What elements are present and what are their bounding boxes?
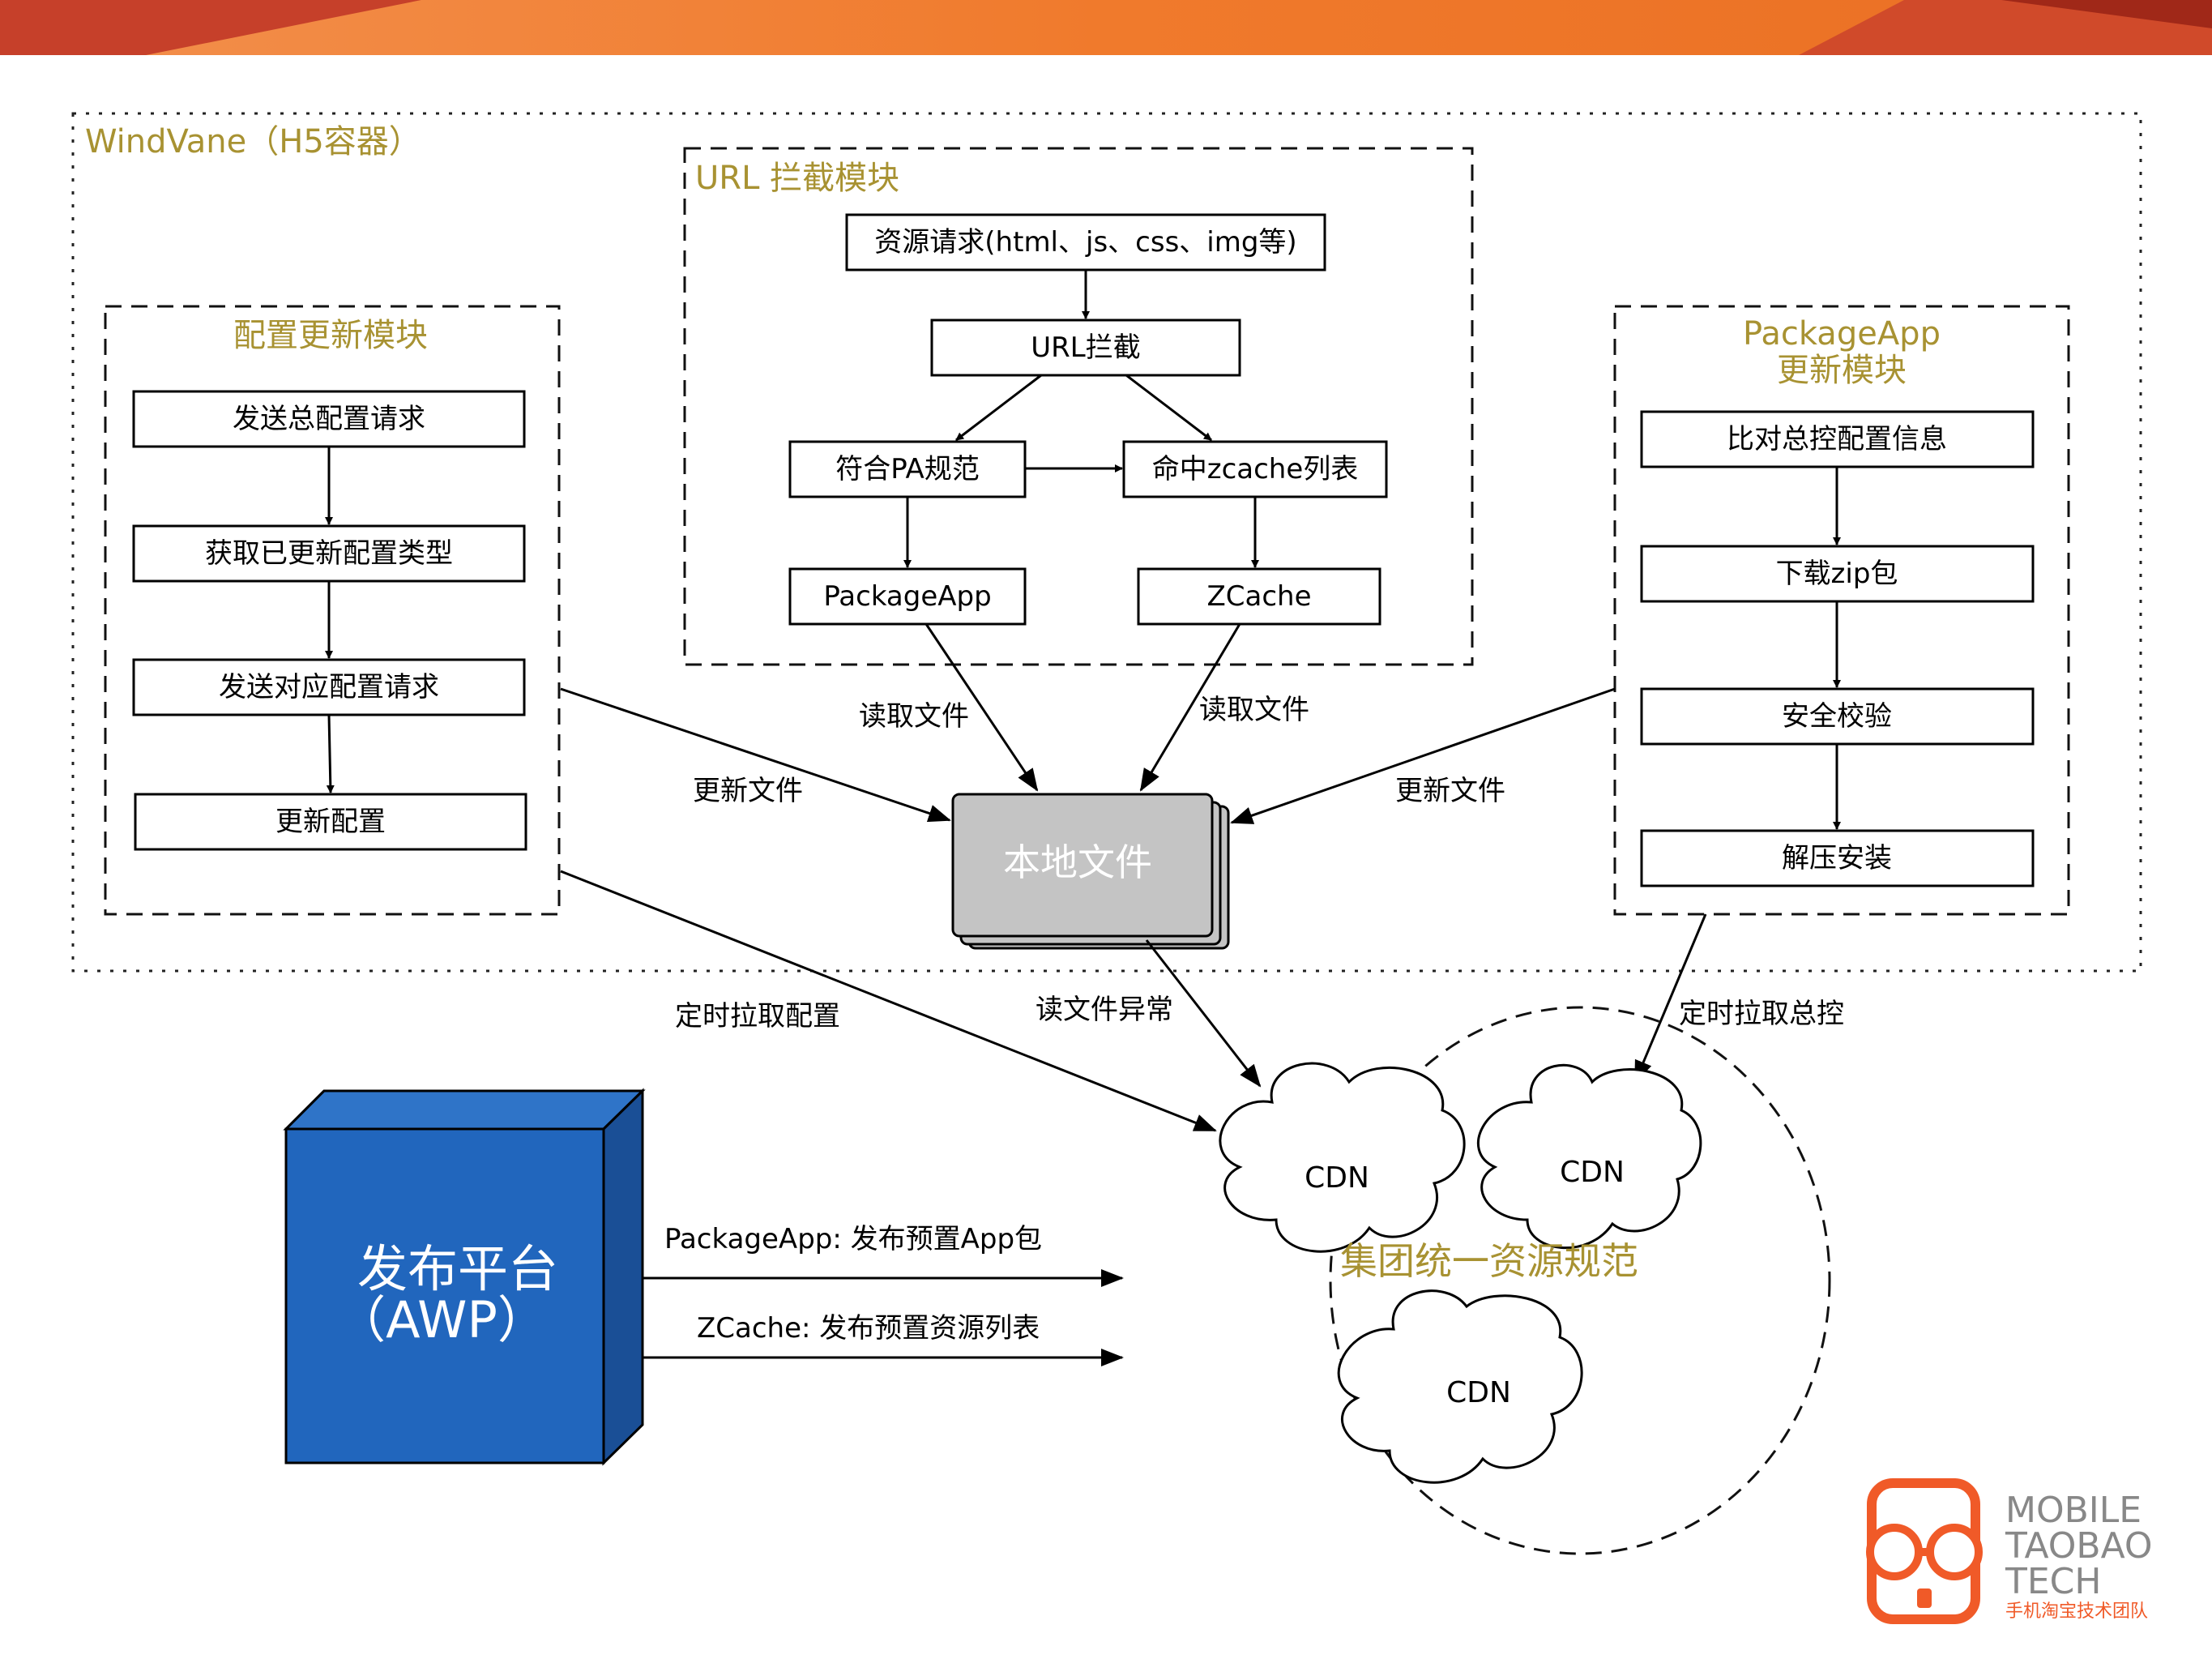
resource-request-label: 资源请求(html、js、css、img等) — [874, 226, 1296, 259]
publish-edges — [643, 1269, 1124, 1366]
awp-label-line1: 发布平台 — [357, 1239, 558, 1298]
pkg-step-3 — [1640, 687, 2035, 746]
config-step-2-label: 获取已更新配置类型 — [205, 537, 453, 570]
windvane-container — [71, 112, 2142, 973]
windvane-title: WindVane（H5容器） — [85, 123, 421, 160]
config-module-edges — [325, 447, 335, 793]
cdn-label-3: CDN — [1446, 1376, 1511, 1409]
logo-line1: MOBILE — [2005, 1490, 2142, 1531]
cdn-cloud-1: CDN — [1219, 1062, 1466, 1253]
pkg-step-2 — [1640, 545, 2035, 603]
awp-platform-node: 发布平台 （AWP） — [283, 1088, 646, 1466]
mobile-taobao-tech-logo: MOBILE TAOBAO TECH 手机淘宝技术团队 — [1866, 1478, 2153, 1624]
edge-label-read-file-error: 读文件异常 — [1036, 994, 1173, 1026]
config-update-module — [104, 305, 561, 916]
edge-label-update-file-right: 更新文件 — [1395, 775, 1505, 807]
url-intercept-module — [683, 147, 1474, 666]
zcache-hit-label: 命中zcache列表 — [1152, 453, 1359, 485]
config-module-title: 配置更新模块 — [233, 317, 428, 354]
logo-line3: TECH — [2005, 1561, 2102, 1602]
pkg-step-4 — [1640, 829, 2035, 887]
config-step-1 — [132, 390, 526, 448]
url-module-title: URL 拦截模块 — [695, 160, 899, 197]
pkg-step-4-label: 解压安装 — [1782, 842, 1892, 874]
config-step-1-label: 发送总配置请求 — [233, 403, 425, 435]
config-step-3 — [132, 658, 526, 716]
cdn-group-title: 集团统一资源规范 — [1340, 1239, 1638, 1283]
cdn-cloud-3: CDN — [1337, 1289, 1583, 1484]
packageapp-update-module — [1613, 305, 2070, 916]
packageapp-label: PackageApp — [823, 580, 991, 613]
cdn-label-2: CDN — [1560, 1156, 1625, 1189]
edge-label-timed-pull-master: 定时拉取总控 — [1679, 998, 1844, 1030]
resource-request-node — [845, 213, 1326, 272]
edge-label-read-file-right: 读取文件 — [1199, 694, 1309, 726]
url-module-edges — [903, 270, 1259, 568]
cdn-label-1: CDN — [1305, 1161, 1369, 1195]
cdn-group-boundary — [1329, 1006, 1831, 1555]
pkg-module-title-1: PackageApp — [1743, 315, 1941, 353]
zcache-label: ZCache — [1206, 580, 1311, 613]
local-files-node: 本地文件 — [951, 793, 1230, 950]
logo-line2: TAOBAO — [2005, 1525, 2153, 1567]
pkg-step-1-label: 比对总控配置信息 — [1727, 423, 1947, 455]
config-step-4 — [134, 793, 527, 851]
pkg-module-title-2: 更新模块 — [1777, 352, 1907, 389]
edge-label-timed-pull-config: 定时拉取配置 — [675, 1000, 840, 1033]
pa-spec-label: 符合PA规范 — [835, 453, 980, 485]
cdn-cloud-2: CDN — [1477, 1063, 1702, 1250]
pkg-step-3-label: 安全校验 — [1782, 700, 1892, 733]
zcache-node — [1137, 567, 1381, 626]
config-step-4-label: 更新配置 — [275, 806, 386, 838]
edge-label-read-file-left: 读取文件 — [859, 700, 969, 733]
edge-label-update-file-left: 更新文件 — [693, 775, 803, 807]
header-band — [0, 0, 2212, 55]
config-step-3-label: 发送对应配置请求 — [219, 671, 439, 703]
awp-label-line2: （AWP） — [335, 1290, 548, 1349]
packageapp-node — [788, 567, 1027, 626]
edge-label-publish-packageapp: PackageApp: 发布预置App包 — [664, 1223, 1042, 1255]
edge-label-publish-zcache: ZCache: 发布预置资源列表 — [697, 1312, 1040, 1345]
local-files-label: 本地文件 — [1003, 840, 1152, 884]
logo-line4: 手机淘宝技术团队 — [2005, 1601, 2148, 1622]
pkg-step-2-label: 下载zip包 — [1776, 558, 1898, 590]
config-step-2 — [132, 524, 526, 583]
url-intercept-node — [930, 319, 1241, 377]
pkg-step-1 — [1640, 410, 2035, 468]
local-files-edges — [560, 623, 1707, 1132]
url-intercept-label: URL拦截 — [1031, 331, 1140, 364]
